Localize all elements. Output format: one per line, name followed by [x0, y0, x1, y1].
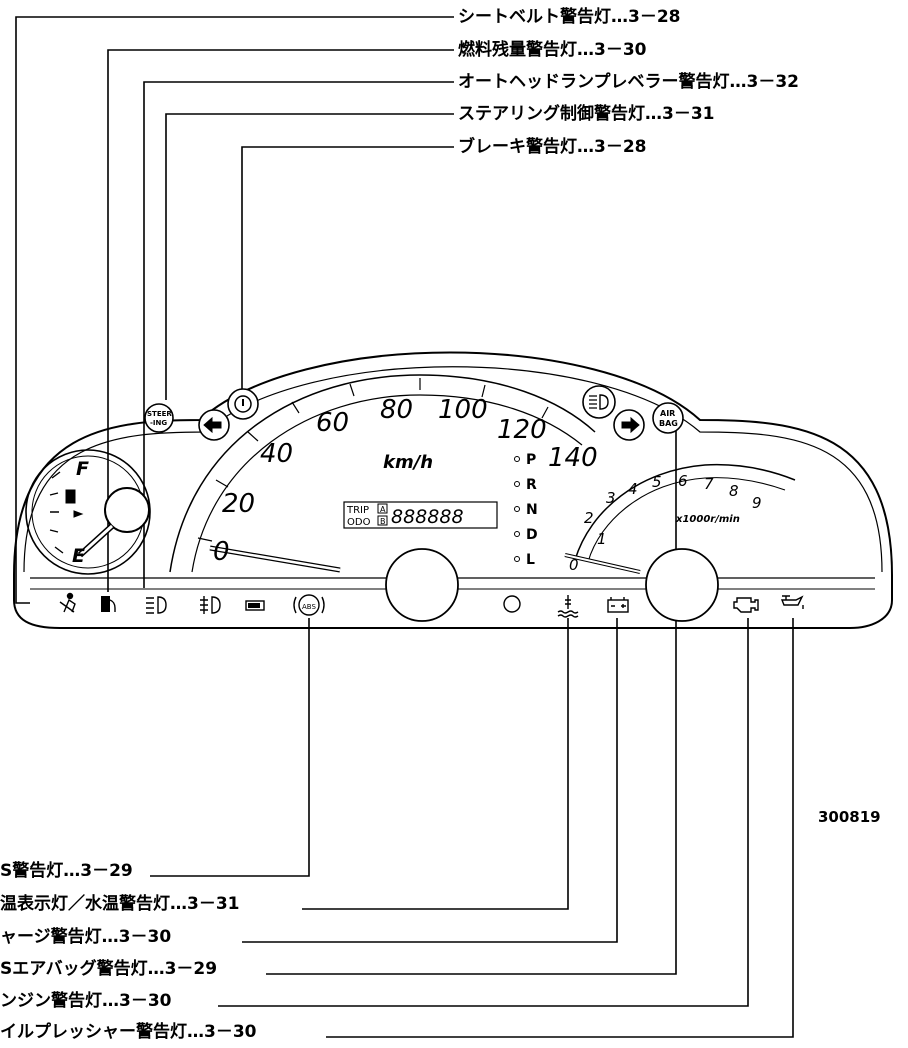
fuel-empty-label: E: [72, 545, 85, 567]
tach-text: 0 1 2 3 4 5 6 7 8 9: [569, 472, 762, 574]
speed-tick-80: 80: [380, 395, 413, 425]
high-beam-icon: [582, 385, 616, 419]
right-turn-arrow-icon: [613, 409, 645, 441]
svg-text:8: 8: [729, 482, 739, 500]
status-circle-icon: [503, 595, 521, 613]
water-temp-icon: [557, 595, 579, 618]
svg-text:0: 0: [569, 556, 579, 574]
svg-text:7: 7: [704, 475, 714, 493]
gear-indicator: P R N D L: [514, 452, 538, 568]
svg-text:2: 2: [584, 509, 594, 527]
odometer-drawing: [343, 501, 498, 529]
callout-steering-label: ステアリング制御警告灯…3－31: [458, 104, 715, 124]
svg-text:BAG: BAG: [659, 419, 678, 428]
speed-tick-20: 20: [222, 489, 255, 519]
svg-text:TRIP: TRIP: [346, 505, 369, 516]
callout-seatbelt-label: シートベルト警告灯…3－28: [458, 7, 681, 27]
svg-text:A: A: [380, 505, 386, 514]
callout-brake-label: ブレーキ警告灯…3－28: [458, 137, 647, 157]
svg-text:-ING: -ING: [150, 419, 167, 427]
speed-tick-100: 100: [438, 395, 488, 425]
speed-tick-60: 60: [316, 408, 349, 438]
callout-oil-pressure-label: イルプレッシャー警告灯…3－30: [0, 1022, 257, 1042]
svg-text:ODO: ODO: [347, 517, 371, 528]
svg-text:P: P: [526, 452, 536, 468]
tach-unit: x1000r/min: [675, 514, 740, 525]
abs-icon: ABS: [293, 594, 325, 616]
speed-tick-0: 0: [213, 537, 230, 567]
callout-abs-label: S警告灯…3－29: [0, 861, 133, 881]
svg-text:5: 5: [652, 473, 662, 491]
seatbelt-icon: [59, 592, 76, 613]
left-turn-arrow-icon: [198, 409, 230, 441]
speed-tick-140: 140: [548, 443, 598, 473]
svg-text:4: 4: [628, 480, 638, 498]
callout-fuel-label: 燃料残量警告灯…3－30: [458, 40, 647, 60]
callout-charge-label: ャージ警告灯…3－30: [0, 927, 172, 947]
lower-warning-lamps: ABS: [59, 592, 804, 618]
headlamp-leveler-icon: [146, 596, 167, 614]
charge-battery-icon: [607, 597, 629, 613]
battery-bar-icon: [245, 600, 265, 611]
svg-text:1: 1: [597, 530, 607, 548]
fuel-gauge-drawing: [25, 449, 151, 575]
callout-water-temp-label: 温表示灯／水温警告灯…3－31: [0, 894, 240, 914]
leader-lines-top: [15, 16, 454, 604]
svg-text:6: 6: [678, 472, 688, 490]
figure-id: 300819: [818, 808, 881, 826]
gauge-text: 0 20 40 60 80 100 120 140: [213, 395, 598, 567]
callout-airbag-label: Sエアバッグ警告灯…3－29: [0, 959, 218, 979]
svg-text:N: N: [526, 502, 538, 518]
svg-text:L: L: [526, 552, 535, 568]
svg-text:9: 9: [752, 494, 762, 512]
svg-text:D: D: [526, 527, 538, 543]
fog-lamp-icon: [200, 596, 221, 614]
speedometer-drawing: [169, 374, 596, 622]
svg-text:3: 3: [606, 489, 616, 507]
speed-unit: km/h: [383, 452, 433, 473]
engine-check-icon: [733, 597, 759, 613]
brake-warning-icon: [227, 388, 259, 420]
svg-text:STEER: STEER: [147, 410, 172, 418]
tachometer-drawing: [564, 463, 796, 622]
callout-headlamp-leveler-label: オートヘッドランプレベラー警告灯…3－32: [458, 72, 799, 92]
svg-text:B: B: [380, 517, 386, 526]
svg-text:ABS: ABS: [302, 603, 316, 611]
oil-pressure-icon: [780, 595, 804, 609]
airbag-indicator: AIR BAG: [652, 402, 684, 434]
odometer-text: TRIP ODO A B 888888: [346, 505, 464, 528]
svg-text:888888: 888888: [391, 506, 464, 528]
fuel-pump-icon: [101, 596, 116, 612]
steering-indicator: STEER -ING: [144, 403, 174, 433]
speed-tick-40: 40: [260, 439, 293, 469]
callout-engine-label: ンジン警告灯…3－30: [0, 991, 172, 1011]
svg-text:R: R: [526, 477, 537, 493]
speed-tick-120: 120: [497, 415, 547, 445]
svg-text:AIR: AIR: [660, 409, 675, 418]
fuel-full-label: F: [76, 458, 89, 480]
